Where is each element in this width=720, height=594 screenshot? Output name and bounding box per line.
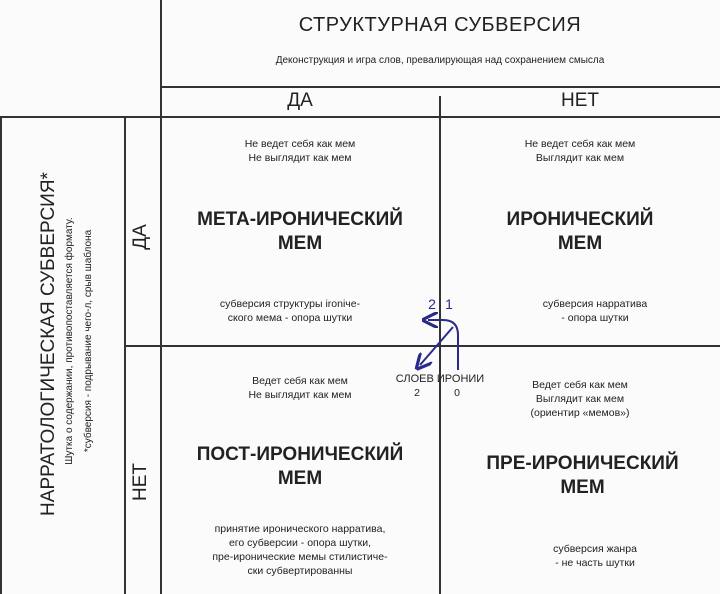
layer-2-label: 2 [428,296,436,312]
top-axis-subtitle: Деконструкция и игра слов, превалирующая… [275,55,605,66]
layer-count-0: 0 [454,387,460,399]
divider [124,345,720,347]
divider [124,116,126,594]
divider [0,116,2,594]
top-axis-title: СТРУКТУРНАЯ СУБВЕРСИЯ [298,14,582,36]
quadrant-ironic-note: субверсия нарратива- опора шутки [542,298,648,324]
top-no: НЕТ [561,90,599,111]
quadrant-pre-note: субверсия жанра- не часть шутки [553,543,637,569]
divider [160,0,162,594]
layer-count-2: 2 [414,387,420,399]
layer-1-label: 1 [445,296,453,312]
quadrant-meta-note: субверсия структуры ironiче-ского мема -… [219,298,361,324]
arrow-1-to-2 [428,320,459,370]
divider [0,116,720,118]
irony-layers-label: СЛОЕВ ИРОНИИ [395,373,485,385]
divider [160,86,720,88]
top-yes: ДА [287,90,313,111]
arrow-0-to-2 [420,326,454,365]
quadrant-post-note: принятие иронического нарратива,его субв… [212,523,388,577]
